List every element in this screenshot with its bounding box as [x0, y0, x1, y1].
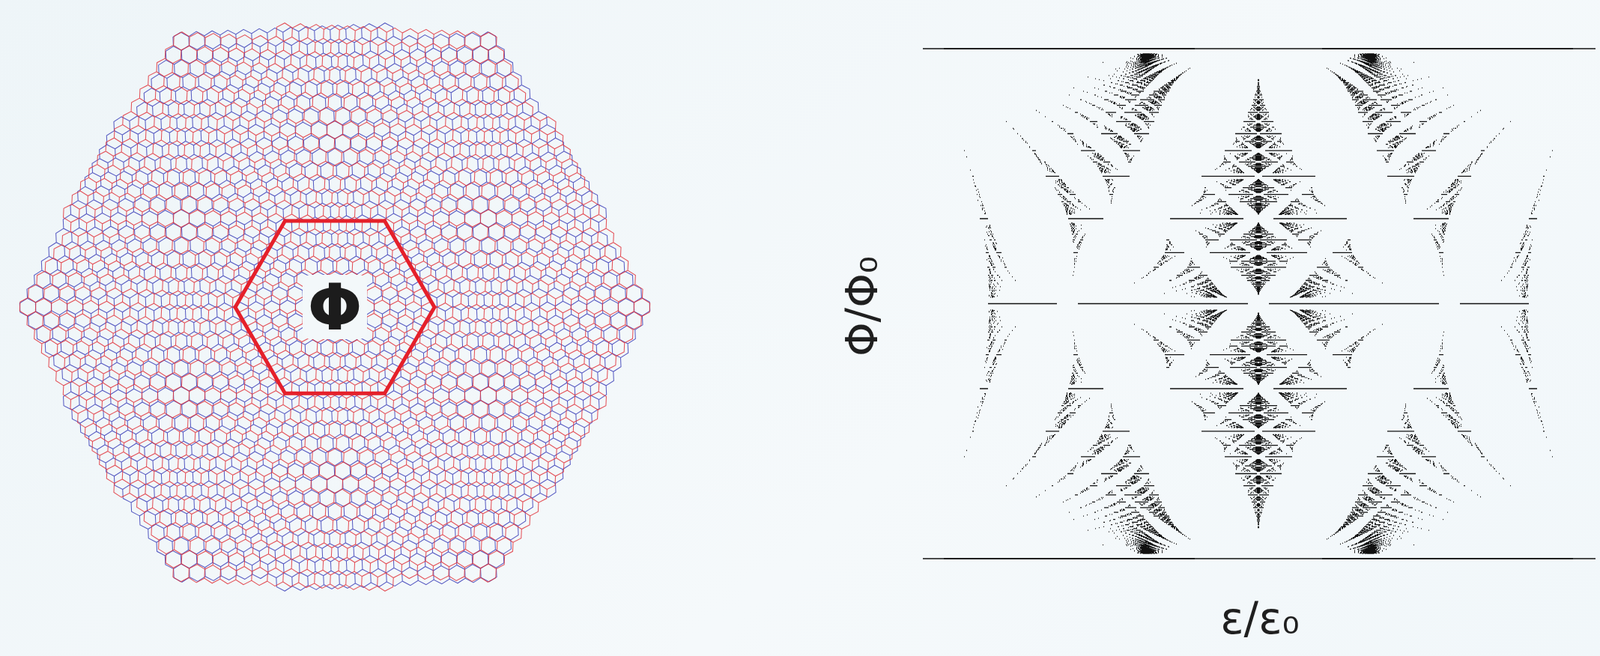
frame-line	[922, 48, 1596, 559]
axis-label: Φ/Φ₀	[840, 256, 884, 357]
energy-bands	[943, 48, 1574, 559]
blue-layer	[19, 23, 650, 592]
flux-symbol: Φ	[302, 274, 367, 340]
hexagon-outline	[235, 220, 435, 394]
flux-hexagon: Φ	[235, 220, 435, 394]
red-layer	[19, 23, 650, 592]
axis-label: ε/ε₀	[1220, 597, 1300, 641]
